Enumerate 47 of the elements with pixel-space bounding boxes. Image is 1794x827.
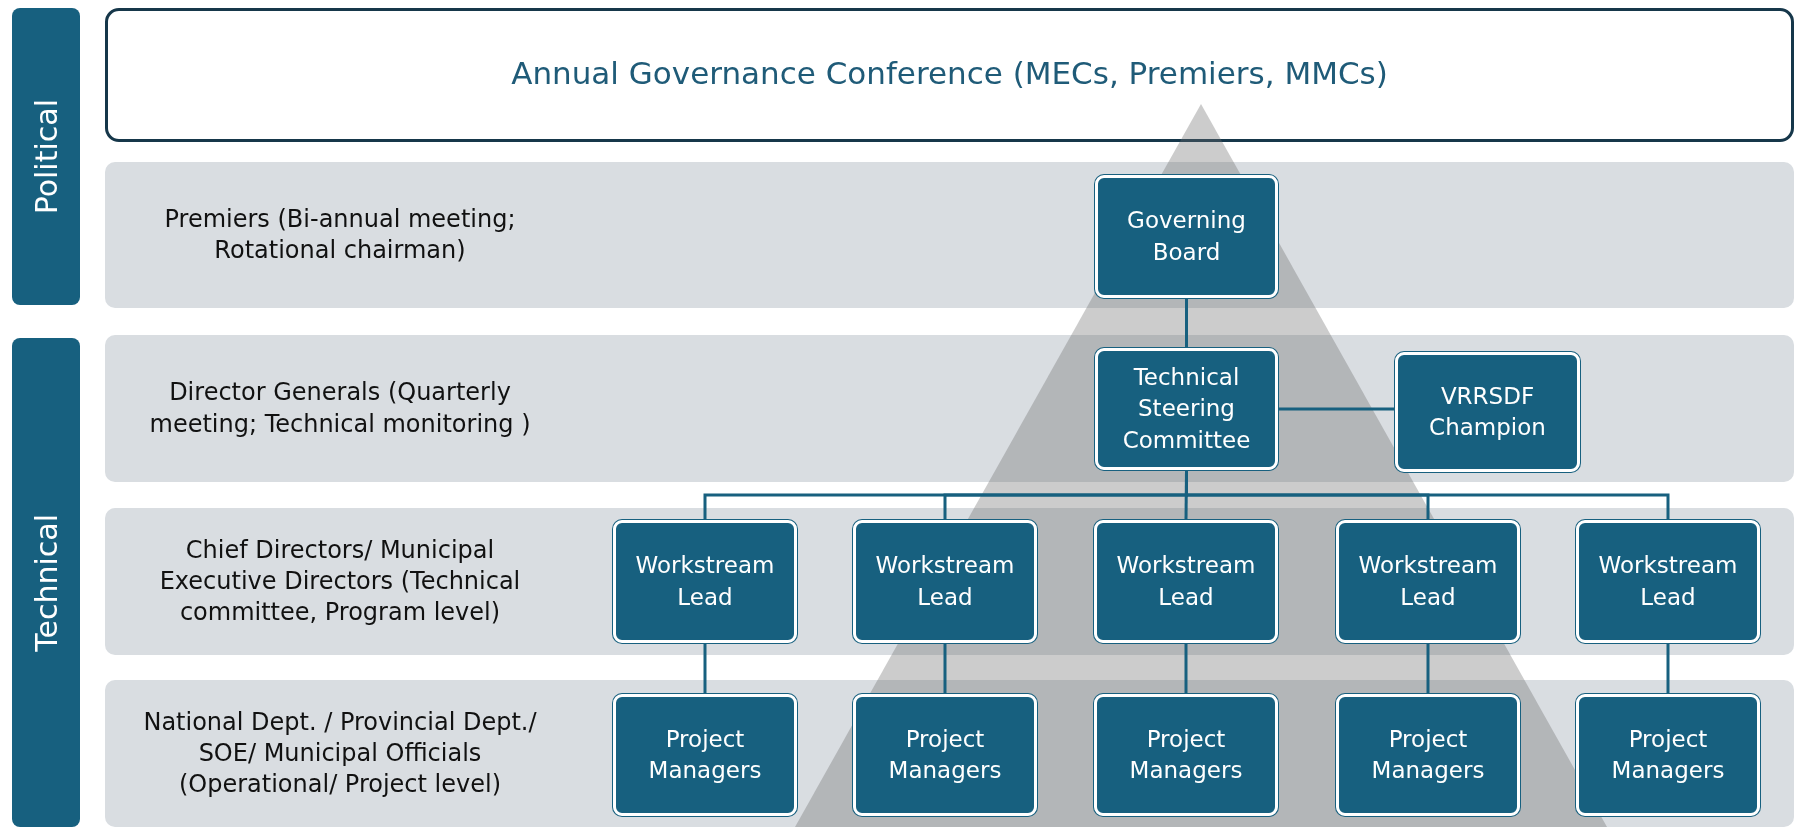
role-title: Workstream Lead — [1357, 551, 1499, 612]
level-band — [105, 335, 1794, 482]
connector-line — [703, 643, 707, 694]
tier-sidebar — [12, 8, 80, 305]
role-title: Workstream Lead — [874, 551, 1016, 612]
connector-line — [1184, 643, 1188, 694]
role-title: Project Managers — [1128, 724, 1244, 785]
level-description: Chief Directors/ Municipal Executive Directors (Technical committee, Program level) — [158, 534, 522, 629]
role-title: Workstream Lead — [1115, 551, 1257, 612]
role-title: Technical Steering Committee — [1121, 363, 1252, 455]
role-box — [613, 694, 797, 816]
conference-banner — [105, 8, 1794, 142]
role-box — [1095, 348, 1278, 470]
role-title: VRRSDF Champion — [1428, 381, 1547, 442]
role-title: Project Managers — [887, 724, 1003, 785]
role-box — [853, 520, 1037, 643]
role-box — [1094, 694, 1278, 816]
role-title: Workstream Lead — [634, 551, 776, 612]
level-description: National Dept. / Provincial Dept./ SOE/ Municipal Officials (Operational/ Project level) — [142, 706, 538, 801]
role-title: Project Managers — [1370, 724, 1486, 785]
level-band — [105, 508, 1794, 655]
level-description: Director Generals (Quarterly meeting; Technical monitoring ) — [148, 377, 532, 440]
role-title: Project Managers — [647, 724, 763, 785]
role-box — [1336, 520, 1520, 643]
tier-sidebar — [12, 338, 80, 827]
connector-line — [1426, 643, 1430, 694]
role-box — [853, 694, 1037, 816]
connector-line — [1185, 298, 1188, 348]
role-box — [1095, 175, 1278, 298]
role-box — [1094, 520, 1278, 643]
level-band — [105, 680, 1794, 827]
role-title: Project Managers — [1610, 724, 1726, 785]
tier-label: Technical — [28, 513, 64, 652]
role-title: Governing Board — [1126, 206, 1247, 267]
role-title: Workstream Lead — [1597, 551, 1739, 612]
connector-line — [943, 643, 947, 694]
role-box — [1336, 694, 1520, 816]
tier-label: Political — [28, 98, 64, 215]
role-box — [1576, 694, 1760, 816]
level-description: Premiers (Bi-annual meeting; Rotational chairman) — [163, 203, 517, 266]
role-box — [613, 520, 797, 643]
level-band — [105, 162, 1794, 308]
conference-title: Annual Governance Conference (MECs, Premiers, MMCs) — [511, 55, 1388, 91]
role-box — [1395, 352, 1580, 472]
role-box — [1576, 520, 1760, 643]
connector-line — [1278, 407, 1395, 411]
connector-line — [1666, 643, 1670, 694]
